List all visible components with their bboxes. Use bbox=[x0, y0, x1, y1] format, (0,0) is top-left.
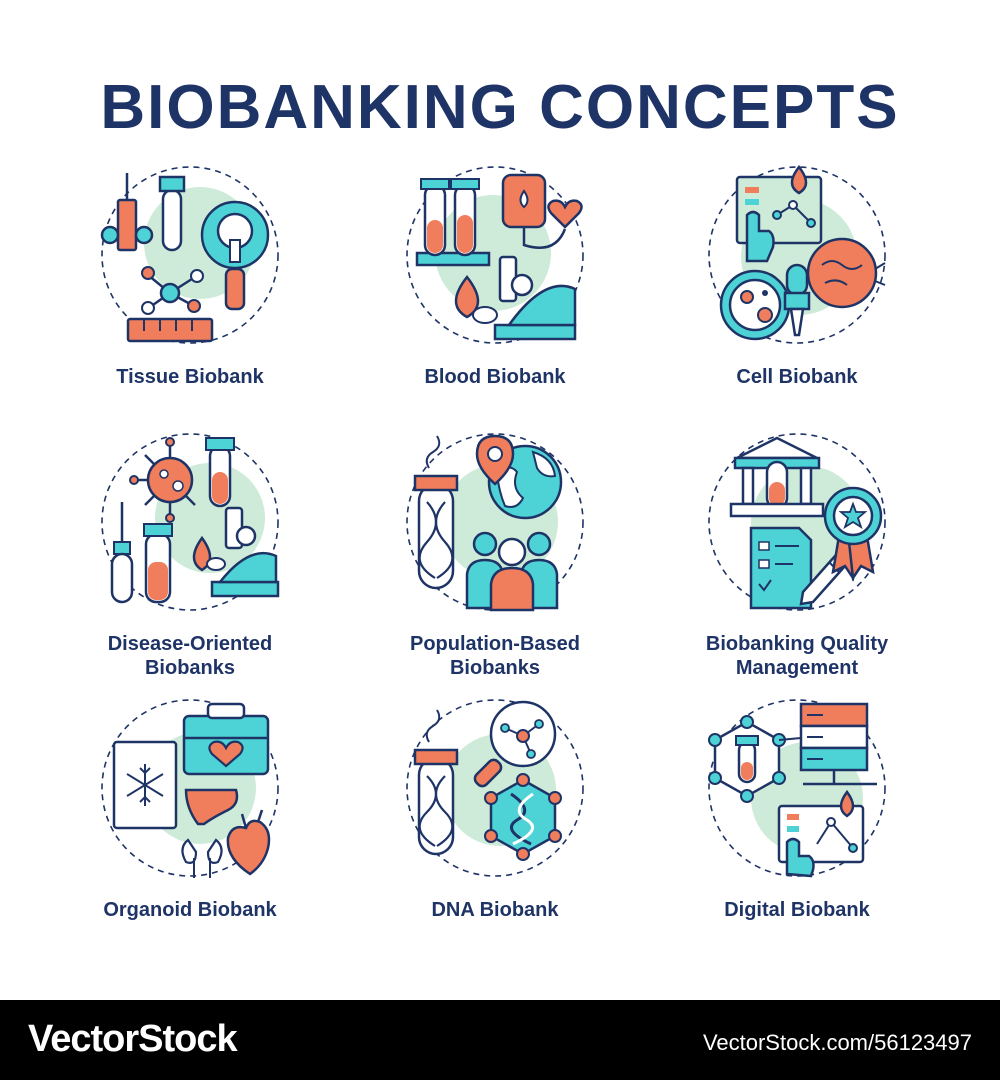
concept-label: Digital Biobank bbox=[724, 899, 870, 921]
concept-label: Disease-Oriented Biobanks bbox=[107, 633, 273, 679]
concept-card-disease: Disease-Oriented Biobanks bbox=[30, 432, 350, 682]
concept-card-organoid: Organoid Biobank bbox=[30, 698, 350, 928]
concept-card-blood: Blood Biobank bbox=[335, 165, 655, 395]
concept-card-quality: Biobanking Quality Management bbox=[637, 432, 957, 682]
concept-label: Biobanking Quality Management bbox=[705, 633, 889, 679]
concept-card-digital: Digital Biobank bbox=[637, 698, 957, 928]
watermark-reference: VectorStock.com/56123497 bbox=[702, 1030, 972, 1055]
page-title: BIOBANKING CONCEPTS bbox=[100, 73, 900, 142]
cell-biobank-icon bbox=[708, 164, 886, 344]
blood-biobank-icon bbox=[406, 166, 584, 344]
concept-label: Tissue Biobank bbox=[116, 366, 264, 388]
digital-biobank-icon bbox=[708, 699, 886, 878]
concept-card-cell: Cell Biobank bbox=[637, 164, 957, 395]
dna-biobank-icon bbox=[406, 699, 584, 877]
concept-card-population: Population-Based Biobanks bbox=[335, 432, 655, 682]
concept-label: Cell Biobank bbox=[736, 366, 858, 388]
watermark-bar: VectorStock VectorStock.com/56123497 bbox=[0, 1000, 1000, 1080]
watermark-brand: VectorStock bbox=[28, 1018, 238, 1060]
population-based-biobanks-icon bbox=[406, 433, 584, 612]
concept-label: Blood Biobank bbox=[424, 366, 566, 388]
concept-card-tissue: Tissue Biobank bbox=[30, 165, 350, 395]
disease-oriented-biobanks-icon bbox=[101, 433, 280, 611]
concept-label: Organoid Biobank bbox=[103, 899, 277, 921]
concept-label: DNA Biobank bbox=[431, 899, 559, 921]
tissue-biobank-icon bbox=[100, 166, 279, 344]
concept-label: Population-Based Biobanks bbox=[409, 633, 580, 679]
concept-card-dna: DNA Biobank bbox=[335, 698, 655, 928]
organoid-biobank-icon bbox=[101, 699, 279, 878]
biobanking-quality-management-icon bbox=[708, 433, 886, 611]
